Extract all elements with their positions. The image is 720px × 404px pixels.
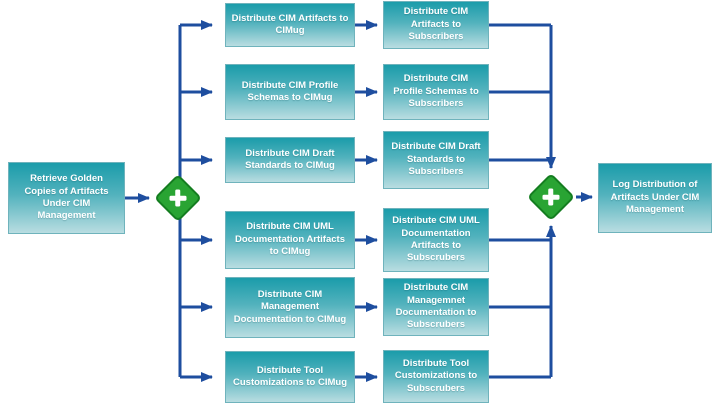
- task-distribute-profile-schemas-cimug: Distribute CIM Profile Schemas to CIMug: [225, 64, 355, 120]
- plus-icon: [548, 188, 554, 206]
- task-distribute-profile-schemas-subscribers: Distribute CIM Profile Schemas to Subscr…: [383, 64, 489, 120]
- plus-icon: [175, 189, 181, 207]
- task-distribute-tool-custom-subscribers: Distribute Tool Customizations to Subscr…: [383, 350, 489, 403]
- task-distribute-artifacts-subscribers: Distribute CIM Artifacts to Subscribers: [383, 1, 489, 49]
- task-retrieve-golden-copies: Retrieve Golden Copies of Artifacts Unde…: [8, 162, 125, 234]
- task-distribute-draft-standards-cimug: Distribute CIM Draft Standards to CIMug: [225, 137, 355, 183]
- task-distribute-artifacts-cimug: Distribute CIM Artifacts to CIMug: [225, 3, 355, 47]
- sequence-flow-arrows: [125, 20, 593, 382]
- task-log-distribution: Log Distribution of Artifacts Under CIM …: [598, 163, 712, 233]
- task-distribute-tool-custom-cimug: Distribute Tool Customizations to CIMug: [225, 351, 355, 403]
- task-distribute-mgmt-docs-cimug: Distribute CIM Management Documentation …: [225, 277, 355, 338]
- task-distribute-mgmt-docs-subscribers: Distribute CIM Managemnet Documentation …: [383, 278, 489, 336]
- task-distribute-draft-standards-subscribers: Distribute CIM Draft Standards to Subscr…: [383, 131, 489, 189]
- task-distribute-uml-docs-subscribers: Distribute CIM UML Documentation Artifac…: [383, 208, 489, 272]
- task-distribute-uml-docs-cimug: Distribute CIM UML Documentation Artifac…: [225, 211, 355, 269]
